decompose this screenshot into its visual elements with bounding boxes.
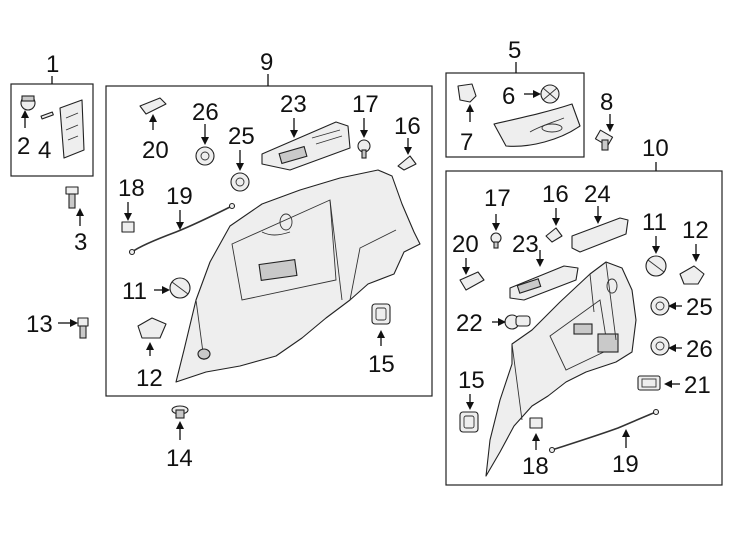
callout-24: 24	[584, 181, 611, 208]
part-clip-6	[540, 84, 560, 104]
part-cable-19b	[548, 408, 660, 454]
part-clip-20	[139, 97, 167, 115]
callout-18-right: 18	[522, 453, 549, 480]
callout-23-left: 23	[280, 91, 307, 118]
part-handle-23	[261, 121, 351, 171]
callout-9: 9	[260, 49, 273, 76]
part-screw-17b	[490, 232, 502, 249]
callout-18-left: 18	[118, 175, 145, 202]
part-clip-11	[169, 277, 191, 299]
part-quarter-panel-10	[485, 261, 637, 477]
part-clip-20b	[459, 271, 485, 291]
part-quarter-panel-9	[175, 169, 421, 383]
callout-26-right: 26	[686, 336, 713, 363]
callout-11-left: 11	[122, 278, 147, 305]
part-clip-1	[20, 95, 36, 111]
callout-12-left: 12	[136, 365, 163, 392]
callout-21: 21	[684, 372, 711, 399]
callout-19-right: 19	[612, 451, 639, 478]
part-handle-23b	[509, 265, 579, 301]
callout-8: 8	[600, 89, 613, 116]
part-screw-13	[77, 317, 89, 339]
part-clip-16b	[545, 227, 563, 243]
callout-3: 3	[74, 229, 87, 256]
part-plug-18b	[529, 417, 543, 429]
group-box-10	[445, 170, 723, 486]
callout-20-right: 20	[452, 231, 479, 258]
callout-7: 7	[460, 129, 473, 156]
callout-12-right: 12	[682, 217, 709, 244]
callout-11-right: 11	[642, 209, 667, 236]
part-vent-21	[637, 375, 661, 391]
part-screw-3	[65, 186, 79, 209]
callout-13: 13	[26, 311, 53, 338]
part-grommet-25	[230, 172, 250, 192]
callout-15-left: 15	[368, 351, 395, 378]
part-clip-16	[397, 155, 417, 171]
part-clip-14	[171, 405, 189, 419]
callout-2: 2	[17, 133, 30, 160]
part-grommet-26b	[650, 336, 670, 356]
callout-17-left: 17	[352, 91, 379, 118]
part-plug-18	[121, 221, 135, 233]
callout-16-left: 16	[394, 113, 421, 140]
callout-10: 10	[642, 135, 669, 162]
callout-14: 14	[166, 445, 193, 472]
callout-22: 22	[456, 310, 483, 337]
part-pillar-cover-1	[59, 99, 85, 159]
part-cable-19	[128, 202, 236, 256]
part-bezel-15	[371, 303, 391, 325]
part-screw-17	[357, 139, 371, 159]
callout-4: 4	[38, 137, 51, 164]
group-box-5	[445, 72, 585, 158]
callout-25-right: 25	[686, 294, 713, 321]
part-pin-4	[40, 111, 54, 120]
callout-17-right: 17	[484, 185, 511, 212]
callout-20-left: 20	[142, 137, 169, 164]
callout-26-left: 26	[192, 99, 219, 126]
part-clip-11b	[645, 255, 667, 277]
callout-5: 5	[508, 37, 521, 64]
callout-16-right: 16	[542, 181, 569, 208]
part-trim-5	[493, 103, 581, 147]
callout-6: 6	[502, 83, 515, 110]
part-grommet-25b	[650, 296, 670, 316]
part-cover-12b	[679, 265, 705, 285]
callout-25-left: 25	[228, 123, 255, 150]
callout-1: 1	[46, 51, 59, 78]
callout-19-left: 19	[166, 183, 193, 210]
callout-15-right: 15	[458, 367, 485, 394]
part-cover-12	[137, 317, 167, 339]
group-box-9	[105, 85, 433, 397]
part-pin-22	[504, 314, 531, 330]
callout-23-right: 23	[512, 231, 539, 258]
part-bracket-7	[457, 83, 477, 103]
part-bezel-15b	[459, 411, 479, 433]
part-trim-24	[571, 217, 629, 253]
part-screw-8	[594, 129, 614, 151]
part-grommet-26	[195, 146, 215, 166]
